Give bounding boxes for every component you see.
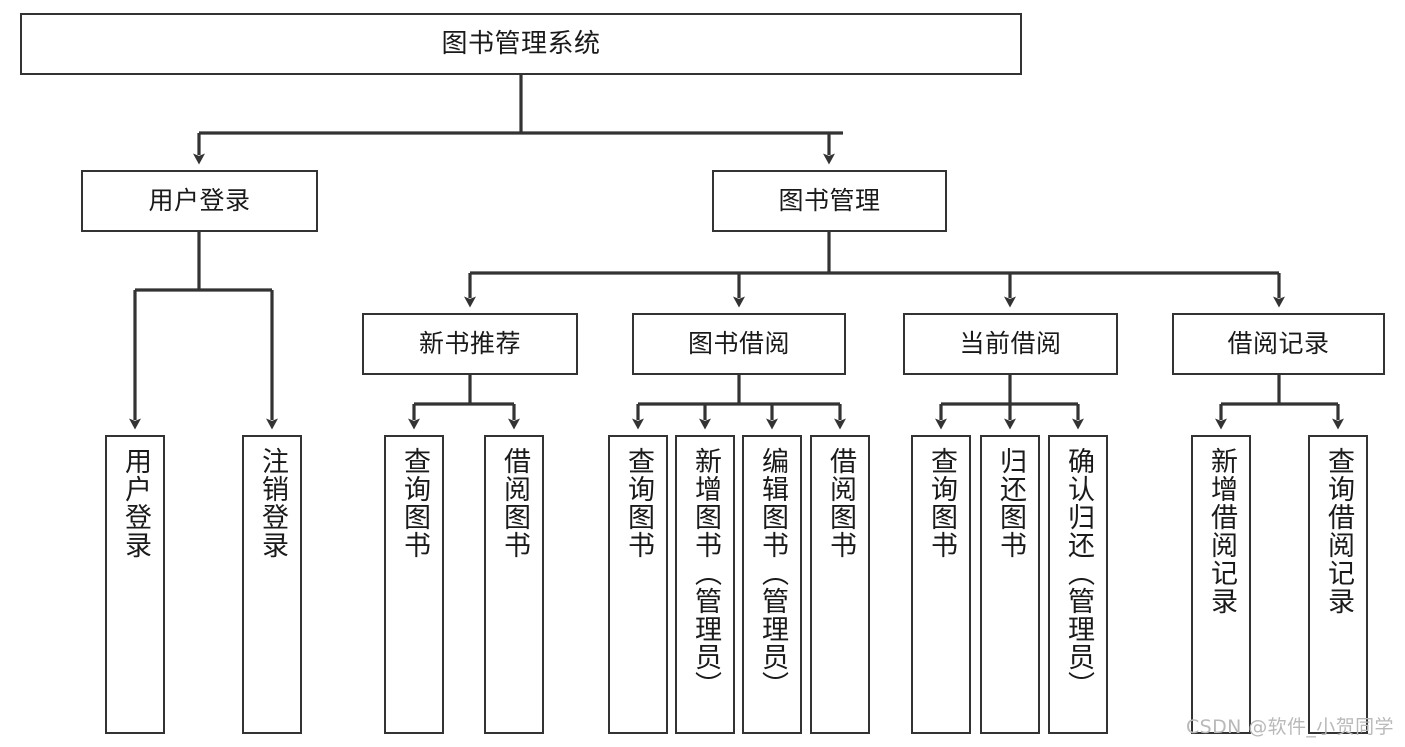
node-leaf-query-book-2-label: 查询图书 <box>623 447 655 559</box>
node-leaf-query-book-3-label: 查询图书 <box>926 447 958 559</box>
node-book-manage-label: 图书管理 <box>778 186 881 216</box>
node-leaf-edit-book-label: 编辑图书（管理员） <box>757 447 789 699</box>
node-leaf-add-record-label: 新增借阅记录 <box>1206 447 1238 615</box>
node-leaf-query-record-label: 查询借阅记录 <box>1323 447 1355 615</box>
node-user-login-label: 用户登录 <box>148 186 251 216</box>
node-borrow-record[interactable]: 借阅记录 <box>1172 313 1385 375</box>
node-root[interactable]: 图书管理系统 <box>20 13 1022 75</box>
node-leaf-user-login-label: 用户登录 <box>120 447 152 559</box>
node-leaf-add-book-label: 新增图书（管理员） <box>690 447 722 699</box>
node-leaf-user-login[interactable]: 用户登录 <box>105 435 165 734</box>
node-leaf-query-book-1-label: 查询图书 <box>399 447 431 559</box>
node-leaf-borrow-book-2[interactable]: 借阅图书 <box>810 435 870 734</box>
node-leaf-user-logout[interactable]: 注销登录 <box>242 435 302 734</box>
node-leaf-confirm-return[interactable]: 确认归还（管理员） <box>1048 435 1108 734</box>
node-user-login[interactable]: 用户登录 <box>81 170 318 232</box>
node-book-borrow[interactable]: 图书借阅 <box>632 313 846 375</box>
node-leaf-query-book-1[interactable]: 查询图书 <box>384 435 444 734</box>
node-leaf-add-record[interactable]: 新增借阅记录 <box>1191 435 1251 734</box>
node-root-label: 图书管理系统 <box>441 28 601 59</box>
node-leaf-borrow-book-1-label: 借阅图书 <box>499 447 531 559</box>
node-leaf-confirm-return-label: 确认归还（管理员） <box>1063 447 1095 699</box>
node-leaf-query-book-2[interactable]: 查询图书 <box>608 435 668 734</box>
node-leaf-query-book-3[interactable]: 查询图书 <box>911 435 971 734</box>
node-new-book-recommend-label: 新书推荐 <box>418 329 521 359</box>
csdn-watermark: CSDN @软件_小贺同学 <box>1186 716 1394 738</box>
node-leaf-query-record[interactable]: 查询借阅记录 <box>1308 435 1368 734</box>
node-borrow-record-label: 借阅记录 <box>1227 329 1330 359</box>
node-leaf-borrow-book-1[interactable]: 借阅图书 <box>484 435 544 734</box>
node-leaf-edit-book[interactable]: 编辑图书（管理员） <box>742 435 802 734</box>
node-leaf-borrow-book-2-label: 借阅图书 <box>825 447 857 559</box>
node-current-borrow-label: 当前借阅 <box>959 329 1062 359</box>
node-leaf-return-book[interactable]: 归还图书 <box>980 435 1040 734</box>
node-current-borrow[interactable]: 当前借阅 <box>903 313 1118 375</box>
node-new-book-recommend[interactable]: 新书推荐 <box>362 313 578 375</box>
node-book-borrow-label: 图书借阅 <box>687 329 790 359</box>
node-book-manage[interactable]: 图书管理 <box>712 170 947 232</box>
node-leaf-user-logout-label: 注销登录 <box>257 447 289 559</box>
node-leaf-add-book[interactable]: 新增图书（管理员） <box>675 435 735 734</box>
node-leaf-return-book-label: 归还图书 <box>995 447 1027 559</box>
